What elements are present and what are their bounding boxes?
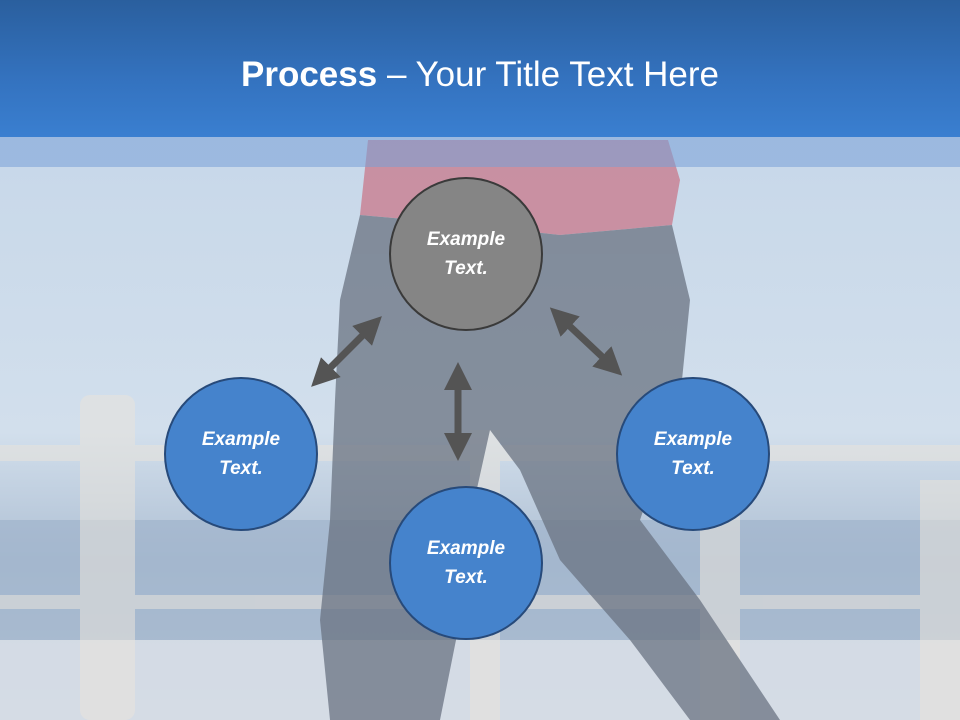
node-top-label: Example Text. xyxy=(406,225,526,283)
title-separator: – xyxy=(377,55,416,94)
title-bar xyxy=(0,0,960,137)
node-left-label: Example Text. xyxy=(181,425,301,483)
node-right-label: Example Text. xyxy=(633,425,753,483)
node-left: Example Text. xyxy=(164,377,318,531)
node-top-label-line1: Example xyxy=(426,229,506,250)
node-right-label-line1: Example xyxy=(653,429,733,450)
node-bottom-label-line2: Text. xyxy=(444,567,488,588)
title-rest: Your Title Text Here xyxy=(415,55,720,94)
node-bottom-label: Example Text. xyxy=(406,534,526,592)
node-bottom-label-line1: Example xyxy=(426,538,506,559)
node-right: Example Text. xyxy=(616,377,770,531)
node-right-label-line2: Text. xyxy=(671,458,715,479)
title-bold-part: Process xyxy=(241,55,378,94)
slide-title: Process – Your Title Text Here xyxy=(0,52,960,98)
node-top: Example Text. xyxy=(389,177,543,331)
title-bar-accent-strip xyxy=(0,137,960,167)
node-top-label-line2: Text. xyxy=(444,258,488,279)
node-left-label-line1: Example xyxy=(201,429,281,450)
node-bottom: Example Text. xyxy=(389,486,543,640)
node-left-label-line2: Text. xyxy=(219,458,263,479)
